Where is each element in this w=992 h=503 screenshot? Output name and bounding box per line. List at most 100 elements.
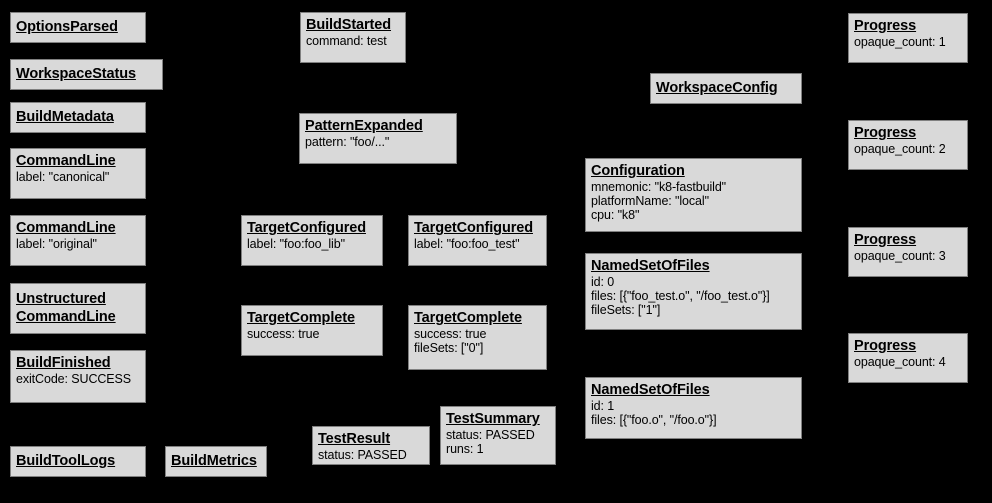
node-title: BuildStarted (306, 17, 392, 33)
node-title: TargetComplete (247, 310, 355, 326)
node-field: id: 1 (591, 399, 615, 414)
node-title-wrap: BuildFinished (16, 354, 140, 372)
node-field: exitCode: SUCCESS (16, 372, 132, 387)
node-build-tool-logs[interactable]: BuildToolLogs (10, 446, 146, 477)
node-field: command: test (306, 34, 387, 49)
node-title-wrap: NamedSetOfFiles (591, 257, 796, 275)
node-fields: opaque_count: 3 (854, 249, 962, 263)
node-fields: status: PASSED (318, 448, 424, 462)
node-field: label: "foo:foo_test" (414, 237, 520, 252)
node-title-wrap: BuildStarted (306, 16, 400, 34)
node-title: WorkspaceStatus (16, 65, 136, 82)
node-field: runs: 1 (446, 442, 484, 457)
node-title: Configuration (591, 163, 685, 179)
node-field: id: 0 (591, 275, 615, 290)
node-fields: success: true (247, 327, 377, 341)
node-title: TestSummary (446, 411, 540, 427)
node-title: NamedSetOfFiles (591, 382, 710, 398)
node-fields: label: "original" (16, 237, 140, 251)
node-title: CommandLine (16, 153, 116, 169)
node-field: opaque_count: 3 (854, 249, 946, 264)
node-title-wrap: CommandLine (16, 152, 140, 170)
node-title: Unstructured (16, 290, 106, 307)
node-field: label: "foo:foo_lib" (247, 237, 345, 252)
node-title-wrap: TestSummary (446, 410, 550, 428)
node-build-metadata[interactable]: BuildMetadata (10, 102, 146, 133)
node-title: PatternExpanded (305, 118, 423, 134)
node-fields: command: test (306, 34, 400, 48)
node-title-wrap: BuildToolLogs (16, 452, 115, 470)
node-field: success: true (414, 327, 487, 342)
node-title: TargetComplete (414, 310, 522, 326)
node-options-parsed[interactable]: OptionsParsed (10, 12, 146, 43)
node-title-wrap: Progress (854, 17, 962, 35)
node-title-wrap: BuildMetadata (16, 108, 114, 126)
node-field: success: true (247, 327, 320, 342)
node-field: status: PASSED (318, 448, 407, 463)
node-title: TargetConfigured (414, 220, 533, 236)
node-build-metrics[interactable]: BuildMetrics (165, 446, 267, 477)
node-field: platformName: "local" (591, 194, 709, 209)
node-title: NamedSetOfFiles (591, 258, 710, 274)
node-title-wrap: TargetConfigured (414, 219, 541, 237)
node-fields: opaque_count: 4 (854, 355, 962, 369)
node-workspace-config[interactable]: WorkspaceConfig (650, 73, 802, 104)
node-title: TestResult (318, 431, 391, 447)
node-title-wrap: Configuration (591, 162, 796, 180)
node-title: Progress (854, 125, 917, 141)
node-field: fileSets: ["0"] (414, 341, 484, 356)
node-field: opaque_count: 1 (854, 35, 946, 50)
node-fields: label: "foo:foo_test" (414, 237, 541, 251)
node-field: cpu: "k8" (591, 208, 640, 223)
node-fields: opaque_count: 1 (854, 35, 962, 49)
node-field: mnemonic: "k8-fastbuild" (591, 180, 727, 195)
node-workspace-status[interactable]: WorkspaceStatus (10, 59, 163, 90)
node-fields: label: "foo:foo_lib" (247, 237, 377, 251)
node-fields: exitCode: SUCCESS (16, 372, 140, 386)
node-title: TargetConfigured (247, 220, 366, 236)
node-title: BuildMetadata (16, 108, 114, 125)
node-title-wrap: TargetConfigured (247, 219, 377, 237)
node-title-wrap: NamedSetOfFiles (591, 381, 796, 399)
node-title: CommandLine (16, 309, 116, 325)
node-fields: opaque_count: 2 (854, 142, 962, 156)
node-title-wrap: TargetComplete (247, 309, 377, 327)
node-fields: pattern: "foo/..." (305, 135, 451, 149)
node-fields: label: "canonical" (16, 170, 140, 184)
node-title: CommandLine (16, 220, 116, 236)
node-field: opaque_count: 2 (854, 142, 946, 157)
node-title: OptionsParsed (16, 18, 118, 35)
node-field: files: [{"foo.o", "/foo.o"}] (591, 413, 717, 428)
node-field: label: "canonical" (16, 170, 110, 185)
node-title-wrap: Progress (854, 337, 962, 355)
node-field: opaque_count: 4 (854, 355, 946, 370)
node-field: files: [{"foo_test.o", "/foo_test.o"}] (591, 289, 770, 304)
node-title: WorkspaceConfig (656, 79, 778, 96)
node-title-wrap: WorkspaceConfig (656, 79, 778, 97)
node-title-wrap: PatternExpanded (305, 117, 451, 135)
